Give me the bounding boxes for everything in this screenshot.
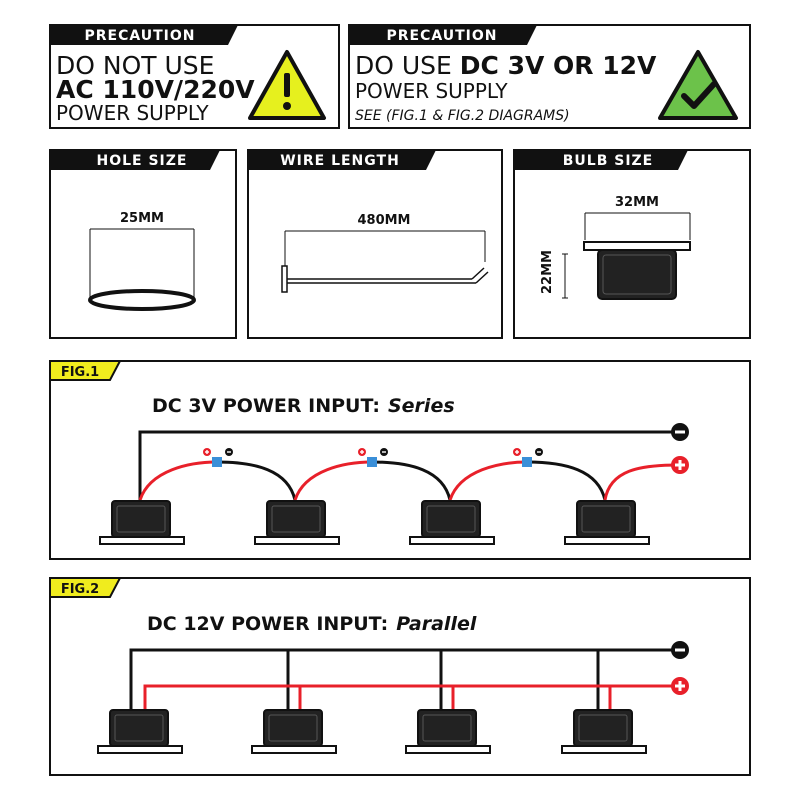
- fig1-title-italic: Series: [388, 395, 455, 417]
- fig2-positive-rail: [143, 684, 678, 712]
- fig1-bulb: [254, 500, 340, 545]
- hole-size-panel: HOLE SIZE 25MM: [49, 149, 237, 339]
- wire-length-tab: WIRE LENGTH: [280, 153, 400, 169]
- precaution-left-line2: AC 110V/220V: [56, 75, 255, 104]
- precaution-right-line3: SEE (FIG.1 & FIG.2 DIAGRAMS): [355, 108, 570, 124]
- fig1-panel: FIG.1 DC 3V POWER INPUT: Series: [49, 360, 751, 560]
- warning-icon: [248, 50, 326, 120]
- precaution-tab-right: PRECAUTION: [386, 28, 497, 44]
- fig2-title: DC 12V POWER INPUT: Parallel: [147, 613, 477, 635]
- fig1-title-bold: DC 3V POWER INPUT:: [152, 395, 380, 417]
- precaution-panel-right: PRECAUTION DO USE DC 3V OR 12V POWER SUP…: [348, 24, 751, 129]
- precaution-right-line2: POWER SUPPLY: [355, 79, 508, 103]
- check-icon: [658, 50, 738, 120]
- hole-size-drawing: [88, 228, 196, 311]
- wire-length-value: 480MM: [357, 213, 410, 228]
- precaution-left-line1: DO NOT USE: [56, 51, 214, 80]
- bulb-height-value: 22MM: [540, 250, 555, 294]
- fig2-title-italic: Parallel: [396, 613, 477, 635]
- fig2-negative-terminal: [671, 641, 689, 659]
- fig1-tag: FIG.1: [61, 365, 99, 380]
- hole-size-value: 25MM: [120, 211, 164, 226]
- bulb-width-value: 32MM: [615, 195, 659, 210]
- fig1-negative-terminal: [671, 423, 689, 441]
- fig1-connectors: [203, 448, 543, 467]
- precaution-left-line3: POWER SUPPLY: [56, 101, 209, 125]
- fig2-tag: FIG.2: [61, 582, 99, 597]
- precaution-right-line1-bold: DC 3V OR 12V: [460, 51, 657, 80]
- precaution-right-line1: DO USE DC 3V OR 12V: [355, 51, 657, 80]
- wire-length-drawing: [281, 230, 489, 293]
- precaution-right-line1-prefix: DO USE: [355, 51, 460, 80]
- hole-size-tab: HOLE SIZE: [97, 153, 188, 169]
- fig2-bulb: [251, 709, 337, 754]
- wire-length-panel: WIRE LENGTH 480MM: [247, 149, 503, 339]
- fig2-bulb: [405, 709, 491, 754]
- fig1-bulb: [409, 500, 495, 545]
- fig1-bulb: [99, 500, 185, 545]
- fig2-negative-rail: [129, 648, 678, 712]
- precaution-panel-left: PRECAUTION DO NOT USE AC 110V/220V POWER…: [49, 24, 340, 129]
- fig2-bulb: [561, 709, 647, 754]
- fig1-bulb: [564, 500, 650, 545]
- fig2-panel: FIG.2 DC 12V POWER INPUT: Parallel: [49, 577, 751, 776]
- fig1-negative-rail: [138, 430, 678, 508]
- fig1-title: DC 3V POWER INPUT: Series: [152, 395, 455, 417]
- precaution-tab-left: PRECAUTION: [84, 28, 195, 44]
- fig2-title-bold: DC 12V POWER INPUT:: [147, 613, 388, 635]
- fig2-positive-terminal: [671, 677, 689, 695]
- bulb-size-tab: BULB SIZE: [563, 153, 654, 169]
- bulb-size-panel: BULB SIZE 32MM 22MM: [513, 149, 751, 339]
- bulb-size-drawing: [562, 212, 691, 300]
- fig2-bulb: [97, 709, 183, 754]
- fig1-positive-terminal: [671, 456, 689, 474]
